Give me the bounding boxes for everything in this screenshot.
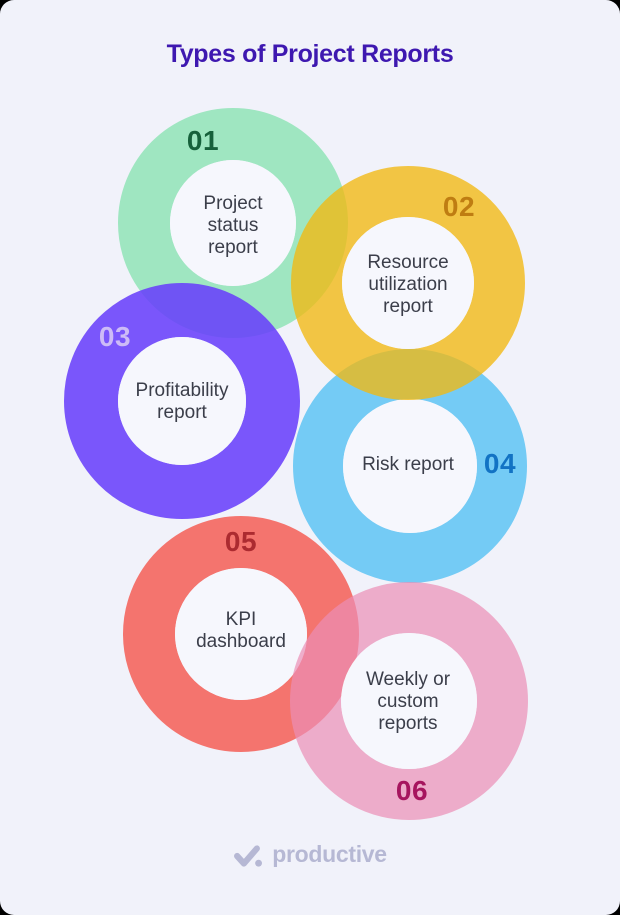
productive-checkmark-icon (233, 844, 263, 868)
donut-03-label: Profitability report (135, 380, 229, 423)
donut-02-number: 02 (442, 191, 476, 222)
donut-05-label: KPI dashboard (196, 609, 286, 652)
donut-02-hole (342, 217, 474, 349)
page-title: Types of Project Reports (166, 40, 454, 68)
donut-01-number: 01 (186, 125, 220, 156)
productive-logo-text: productive (272, 840, 387, 867)
donut-01-label: Project status report (203, 193, 263, 258)
donut-05-hole (175, 568, 307, 700)
donut-04-hole (343, 399, 477, 533)
donut-04-number: 04 (483, 448, 517, 479)
donut-weekly-custom-reports: 06 Weekly or custom reports (290, 582, 528, 820)
donut-02-label: Resource utilization report (367, 252, 449, 317)
donut-profitability-report: 03 Profitability report (64, 283, 300, 519)
donut-06-label: Weekly or custom reports (365, 669, 451, 734)
donut-04-label: Risk report (362, 454, 454, 475)
donut-01-hole (170, 160, 296, 286)
donut-06-number: 06 (395, 775, 429, 806)
donut-03-number: 03 (98, 321, 132, 352)
donut-06-hole (341, 633, 477, 769)
donut-03-hole (118, 337, 246, 465)
donut-kpi-dashboard: 05 KPI dashboard (123, 516, 359, 752)
footer: productive (0, 840, 620, 868)
donut-resource-utilization-report: 02 Resource utilization report (291, 166, 525, 400)
donut-05-number: 05 (224, 526, 258, 557)
